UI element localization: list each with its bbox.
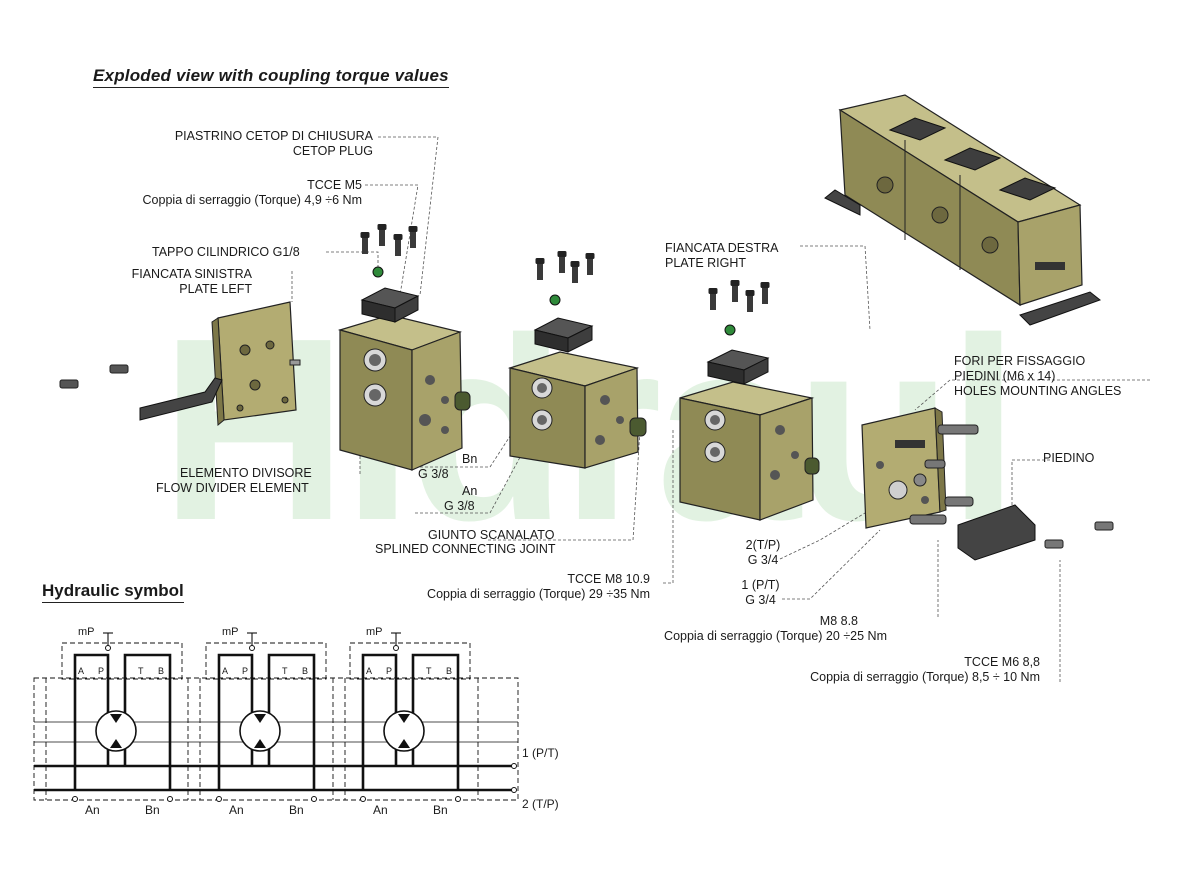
port-a-1: A	[78, 666, 85, 676]
exploded-view-heading: Exploded view with coupling torque value…	[93, 66, 449, 88]
giunto-label: GIUNTO SCANALATO	[428, 528, 555, 542]
torque-m5-label: Coppia di serraggio (Torque) 4,9 ÷6 Nm	[142, 193, 362, 207]
elemento-divisore-label: ELEMENTO DIVISORE	[180, 466, 312, 480]
cetop-plug-label-it: PIASTRINO CETOP DI CHIUSURA	[174, 129, 373, 143]
piedino-label: PIEDINO	[1043, 451, 1095, 465]
port2-label: 2(T/P)	[745, 538, 781, 552]
gauge-label-2: mP	[222, 626, 239, 638]
plate-right-label: PLATE RIGHT	[665, 256, 747, 270]
fori-fissaggio-label: FORI PER FISSAGGIO	[954, 354, 1086, 368]
cetop-plug-label-en: CETOP PLUG	[292, 144, 373, 158]
port-a-2: A	[222, 666, 229, 676]
gauge-label-1: mP	[78, 626, 95, 638]
symbol-an-3: An	[373, 803, 388, 817]
port-p-3: P	[386, 666, 393, 676]
symbol-an-2: An	[229, 803, 244, 817]
port-t-1: T	[138, 666, 144, 676]
port2-thread-label: G 3/4	[747, 553, 779, 567]
torque-m8-label: Coppia di serraggio (Torque) 29 ÷35 Nm	[427, 587, 650, 601]
line2-label: 2 (T/P)	[522, 797, 559, 811]
port-an-thread-label: G 3/8	[444, 499, 475, 513]
port-bn-label: Bn	[462, 452, 478, 466]
symbol-an-1: An	[85, 803, 100, 817]
tappo-label: TAPPO CILINDRICO G1/8	[152, 245, 300, 259]
port1-thread-label: G 3/4	[745, 593, 776, 607]
line1-label: 1 (P/T)	[522, 746, 559, 760]
port-bn-thread-label: G 3/8	[418, 467, 449, 481]
flow-divider-label: FLOW DIVIDER ELEMENT	[156, 481, 309, 495]
piedini-m6-label: PIEDINI (M6 x 14)	[954, 369, 1056, 383]
gauge-label-3: mP	[366, 626, 383, 638]
port-b-1: B	[158, 666, 165, 676]
port-t-2: T	[282, 666, 288, 676]
port1-label: 1 (P/T)	[741, 578, 780, 592]
fiancata-sinistra-label: FIANCATA SINISTRA	[131, 267, 252, 281]
splined-joint-label: SPLINED CONNECTING JOINT	[375, 542, 556, 556]
symbol-bn-3: Bn	[433, 803, 448, 817]
port-b-2: B	[302, 666, 309, 676]
torque-88-label: Coppia di serraggio (Torque) 20 ÷25 Nm	[664, 629, 887, 643]
symbol-bn-1: Bn	[145, 803, 160, 817]
port-an-label: An	[462, 484, 478, 498]
port-p-1: P	[98, 666, 105, 676]
hydraulic-symbol-heading: Hydraulic symbol	[42, 581, 184, 603]
symbol-bn-2: Bn	[289, 803, 304, 817]
holes-mounting-label: HOLES MOUNTING ANGLES	[954, 384, 1122, 398]
tcce-m5-label: TCCE M5	[307, 178, 362, 192]
port-b-3: B	[446, 666, 453, 676]
tcce-m8-label: TCCE M8 10.9	[567, 572, 650, 586]
port-t-3: T	[426, 666, 432, 676]
fiancata-destra-label: FIANCATA DESTRA	[665, 241, 779, 255]
m8-88-label: M8 8.8	[819, 614, 858, 628]
port-p-2: P	[242, 666, 249, 676]
tcce-m6-label: TCCE M6 8,8	[964, 655, 1040, 669]
port-a-3: A	[366, 666, 373, 676]
plate-left-label: PLATE LEFT	[179, 282, 252, 296]
torque-m6-label: Coppia di serraggio (Torque) 8,5 ÷ 10 Nm	[810, 670, 1040, 684]
